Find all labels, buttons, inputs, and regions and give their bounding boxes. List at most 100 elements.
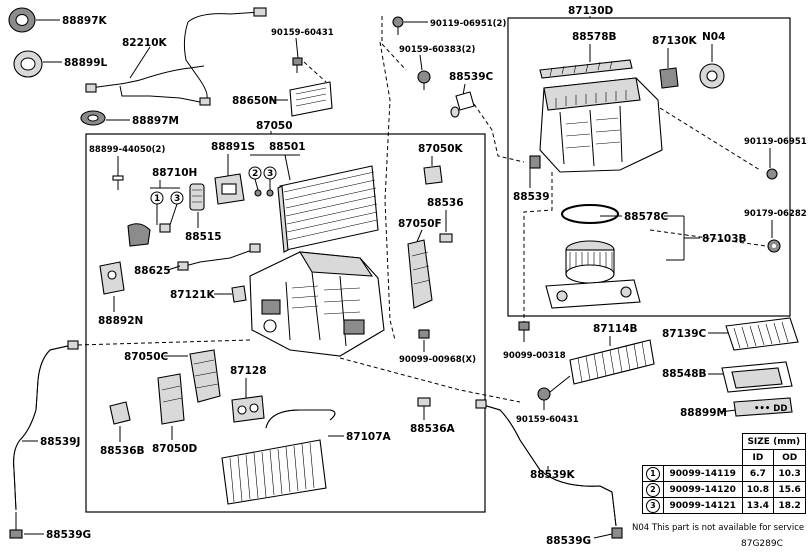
size-part-number: 90099-14119 — [662, 465, 743, 482]
blower-housing-87130D — [529, 77, 663, 173]
size-table-title: SIZE (mm) — [741, 433, 807, 450]
label-N04: N04 — [702, 31, 725, 43]
label-87103B: 87103B — [702, 233, 747, 245]
label-87130K: 87130K — [652, 35, 698, 47]
label-87107A: 87107A — [346, 431, 392, 443]
size-table-col-id: ID — [741, 449, 775, 466]
label-88710H: 88710H — [152, 167, 197, 179]
size-ref-circle: 3 — [645, 498, 660, 513]
bracket-87121K — [231, 285, 247, 303]
label-90179-06282: 90179-06282 — [744, 209, 807, 219]
label-87050K: 87050K — [418, 143, 464, 155]
label-87050F: 87050F — [398, 218, 442, 230]
label-87114B: 87114B — [593, 323, 638, 335]
heater-87114B — [569, 339, 655, 385]
size-table-row: 3 90099-14121 13.4 18.2 — [642, 497, 806, 514]
size-table-col-od: OD — [773, 449, 806, 466]
clip-88536B — [109, 401, 131, 425]
bracket-87050D — [157, 373, 185, 425]
callout-3-left: 3 — [170, 191, 184, 205]
bolt-90159-60431-top — [292, 57, 303, 73]
assembly-87130D-box — [507, 17, 791, 317]
heater-core-87107A — [221, 409, 336, 505]
bolt-90159-60383 — [417, 70, 431, 90]
bracket-87050K — [423, 165, 443, 185]
label-88536A: 88536A — [410, 423, 456, 435]
size-part-number: 90099-14120 — [662, 481, 743, 498]
size-ref-circle: 2 — [645, 482, 660, 497]
label-88501: 88501 — [269, 141, 306, 153]
svg-text:3: 3 — [267, 169, 273, 179]
evaporator-88501 — [277, 165, 379, 253]
label-88650N: 88650N — [232, 95, 277, 107]
label-88897K: 88897K — [62, 15, 108, 27]
label-87050C: 87050C — [124, 351, 169, 363]
clip-88536 — [439, 233, 453, 243]
label-88625: 88625 — [134, 265, 171, 277]
label-82210K: 82210K — [122, 37, 168, 49]
label-88536B: 88536B — [100, 445, 145, 457]
duct-87050F — [407, 239, 433, 309]
bolt-90119-06951 — [766, 168, 778, 180]
label-88548B: 88548B — [662, 368, 707, 380]
wire-88625 — [177, 243, 261, 271]
cover-88899M: ••• DD — [733, 397, 793, 417]
screw-88899-44050 — [112, 175, 124, 190]
label-88892N: 88892N — [98, 315, 143, 327]
bolt-90119-06951-2 — [392, 16, 404, 35]
label-87128: 87128 — [230, 365, 267, 377]
label-87121K: 87121K — [170, 289, 216, 301]
label-88539J: 88539J — [40, 436, 80, 448]
size-od: 10.3 — [773, 465, 806, 482]
assembly-87050-box — [85, 133, 486, 513]
bracket-88891S — [214, 173, 245, 205]
callout-1-left: 1 — [150, 191, 164, 205]
svg-text:3: 3 — [174, 194, 180, 204]
motor-N04 — [699, 63, 725, 89]
label-88578B: 88578B — [572, 31, 617, 43]
diagram-code: 87G289C — [741, 539, 783, 549]
label-90119-06951-2: 90119-06951(2) — [430, 19, 506, 29]
size-id: 13.4 — [741, 497, 775, 514]
service-note: N04 This part is not available for servi… — [632, 523, 805, 533]
label-90099-00318: 90099-00318 — [503, 351, 566, 361]
filter-marking: ••• DD — [754, 404, 787, 414]
label-88578C: 88578C — [624, 211, 669, 223]
grommet-88897M — [80, 110, 106, 126]
case-88548B — [721, 361, 793, 393]
label-88536: 88536 — [427, 197, 464, 209]
label-90159-60383-2: 90159-60383(2) — [399, 45, 475, 55]
label-88539G-left: 88539G — [46, 529, 91, 541]
svg-text:1: 1 — [154, 194, 160, 204]
ecu-88650N — [289, 81, 333, 117]
label-88899M: 88899M — [680, 407, 727, 419]
size-part-number: 90099-14121 — [662, 497, 743, 514]
label-87139C: 87139C — [662, 328, 707, 340]
size-id: 10.8 — [741, 481, 775, 498]
size-od: 15.6 — [773, 481, 806, 498]
ring-88578C — [561, 204, 619, 224]
bolt-90159-60431-bottom — [537, 387, 551, 410]
grommet-88899L — [13, 50, 43, 78]
label-90159-60431-bottom: 90159-60431 — [516, 415, 579, 425]
sensor-88710H — [127, 223, 171, 247]
connector-88515 — [189, 183, 205, 211]
size-id: 6.7 — [741, 465, 775, 482]
label-88891S: 88891S — [211, 141, 255, 153]
clip-88539G-left — [9, 529, 23, 539]
blower-motor-87103B — [545, 240, 641, 309]
label-87050: 87050 — [256, 120, 293, 132]
clip-88539G-right — [611, 527, 623, 539]
clip-90099-00968 — [418, 329, 430, 339]
grommet-88897K — [8, 7, 36, 33]
label-88515: 88515 — [185, 231, 222, 243]
hvac-unit-87050 — [249, 251, 385, 357]
label-87130D: 87130D — [568, 5, 614, 17]
size-ref-circle: 1 — [645, 466, 660, 481]
label-88539: 88539 — [513, 191, 550, 203]
size-table-row: 1 90099-14119 6.7 10.3 — [642, 465, 806, 482]
svg-text:2: 2 — [252, 169, 258, 179]
label-90119-06951: 90119-06951 — [744, 137, 807, 147]
label-90099-00968: 90099-00968(X) — [399, 355, 476, 365]
